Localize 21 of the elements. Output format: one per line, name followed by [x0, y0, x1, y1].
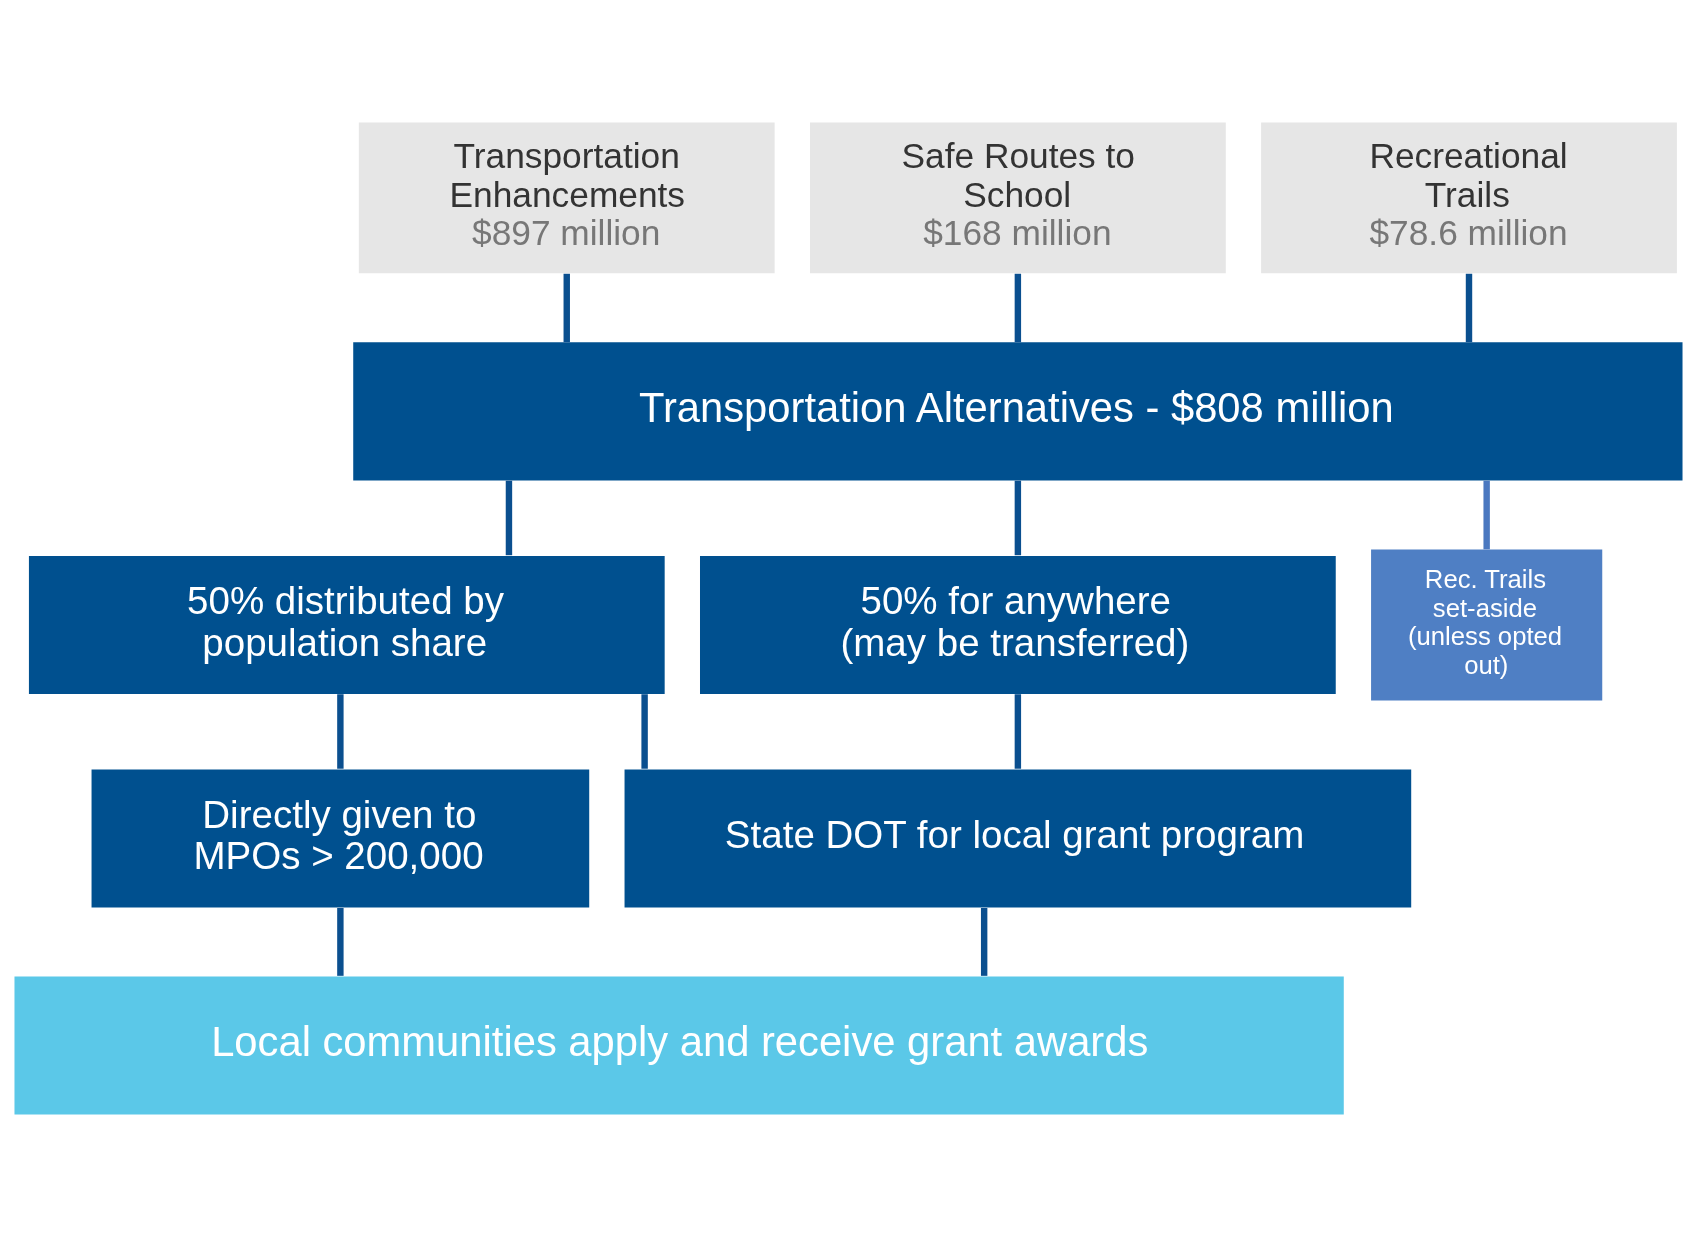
- node-box: 50% for anywhere (may be transferred): [700, 555, 1336, 694]
- connector: [563, 273, 570, 342]
- connector: [337, 693, 344, 769]
- connector: [505, 480, 513, 555]
- connector: [337, 907, 344, 976]
- node-box: Directly given to MPOs > 200,000: [91, 768, 590, 907]
- node-box: Rec. Trails set-aside (unless opted out): [1371, 548, 1603, 700]
- connector: [1014, 693, 1022, 769]
- node-box: 50% distributed by population share: [28, 555, 665, 694]
- connector: [1483, 480, 1490, 549]
- connector: [1014, 480, 1022, 555]
- node-box: Transportation Enhancements $897 million: [358, 121, 775, 273]
- node-box: Transportation Alternatives - $808 million: [353, 341, 1683, 480]
- node-box: State DOT for local grant program: [624, 768, 1412, 907]
- node-box: Recreational Trails $78.6 million: [1261, 121, 1677, 273]
- connector: [980, 907, 988, 976]
- node-box: Local communities apply and receive grant awards: [14, 976, 1344, 1115]
- connector: [1465, 273, 1473, 342]
- node-box: Safe Routes to School $168 million: [809, 121, 1226, 273]
- connector: [1014, 273, 1022, 342]
- connector: [641, 693, 648, 769]
